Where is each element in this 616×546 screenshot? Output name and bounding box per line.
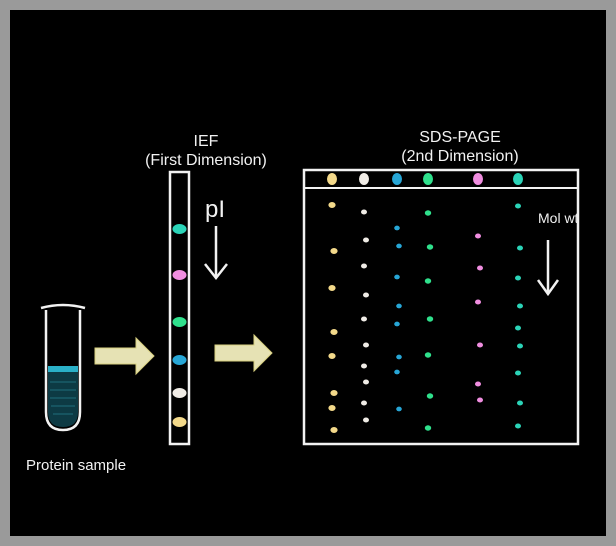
gel-spot-blue [396, 303, 402, 309]
sds-title: SDS-PAGE (2nd Dimension) [360, 128, 560, 166]
gel-spot-green [424, 210, 432, 216]
test-tube-liquid [48, 372, 78, 427]
ief-band-teal [172, 224, 187, 234]
gel-spot-yellow [330, 389, 338, 397]
gel-spot-white [361, 263, 367, 269]
gel-spot-yellow [330, 328, 338, 336]
gel-spot-teal [515, 203, 521, 209]
sds-title-line: SDS-PAGE [419, 129, 501, 146]
test-tube-rim [40, 303, 86, 310]
gel-spot-green [426, 393, 434, 399]
gel-spot-teal [517, 400, 523, 406]
ief-band-yellow [172, 417, 187, 427]
sds-gel-outline [302, 168, 580, 446]
sds-gel [302, 168, 580, 446]
gel-spot-white [363, 292, 369, 298]
gel-spot-yellow [328, 404, 336, 412]
test-tube [40, 303, 86, 432]
gel-spot-yellow [328, 352, 336, 360]
gel-spot-yellow [330, 247, 338, 255]
gel-spot-white [363, 237, 369, 243]
gel-spot-yellow [328, 201, 336, 209]
arrow-tube-to-strip [94, 336, 155, 376]
pi-label: pI [205, 196, 226, 223]
ief-band-blue [172, 355, 187, 365]
ief-band-white [172, 388, 187, 398]
gel-spot-pink [477, 397, 483, 403]
gel-top-band-blue [392, 173, 402, 185]
gel-spot-teal [517, 303, 523, 309]
ief-strip [168, 170, 191, 446]
ief-band-green [172, 317, 187, 327]
gel-spot-green [424, 278, 432, 284]
ief-subtitle-line: (First Dimension) [145, 152, 267, 169]
chalkboard: IEF (First Dimension) SDS-PAGE (2nd Dime… [10, 10, 606, 536]
gel-spot-green [424, 352, 432, 358]
test-tube-liquid-lines [50, 381, 76, 415]
gel-spot-teal [517, 343, 523, 349]
gel-spot-white [361, 363, 367, 369]
gel-spot-yellow [328, 284, 336, 292]
ief-strip-outline [168, 170, 191, 446]
gel-spot-pink [477, 265, 483, 271]
test-tube-liquid-surface [48, 366, 78, 372]
gel-spot-teal [515, 275, 521, 281]
gel-spot-white [361, 209, 367, 215]
mol-wt-label: Mol wt [538, 210, 579, 226]
gel-spot-blue [394, 321, 400, 327]
gel-spot-blue [394, 369, 400, 375]
gel-spot-pink [475, 381, 481, 387]
gel-spot-white [361, 316, 367, 322]
protein-sample-label: Protein sample [26, 457, 127, 474]
ief-title-line: IEF [193, 133, 219, 150]
gel-top-band-pink [473, 173, 483, 185]
pi-arrow [204, 226, 228, 281]
gel-spot-pink [475, 233, 481, 239]
gel-spot-pink [475, 299, 481, 305]
gel-spot-teal [517, 245, 523, 251]
gel-spot-teal [515, 325, 521, 331]
gel-top-band-teal [513, 173, 523, 185]
gel-spot-blue [396, 243, 402, 249]
gel-top-band-yellow [327, 173, 337, 185]
arrow-strip-to-gel [214, 333, 273, 373]
gel-spot-green [426, 244, 434, 250]
gel-spot-white [363, 379, 369, 385]
diagram-canvas [40, 168, 580, 446]
sds-subtitle-line: (2nd Dimension) [401, 148, 519, 165]
gel-spot-white [361, 400, 367, 406]
gel-spots [328, 201, 523, 434]
ief-strip-bands [172, 224, 187, 427]
gel-spot-green [424, 425, 432, 431]
gel-top-band-white [359, 173, 369, 185]
mol-wt-arrow [536, 240, 560, 297]
gel-spot-yellow [330, 426, 338, 434]
gel-spot-blue [394, 274, 400, 280]
ief-band-pink [172, 270, 187, 280]
gel-spot-pink [477, 342, 483, 348]
gel-spot-teal [515, 423, 521, 429]
ief-title: IEF (First Dimension) [106, 132, 306, 170]
gel-spot-white [363, 342, 369, 348]
gel-spot-teal [515, 370, 521, 376]
gel-top-bands [327, 173, 523, 185]
gel-spot-green [426, 316, 434, 322]
gel-spot-blue [396, 354, 402, 360]
gel-spot-blue [396, 406, 402, 412]
gel-spot-blue [394, 225, 400, 231]
gel-top-band-green [423, 173, 433, 185]
gel-spot-white [363, 417, 369, 423]
test-tube-outline [44, 310, 82, 432]
